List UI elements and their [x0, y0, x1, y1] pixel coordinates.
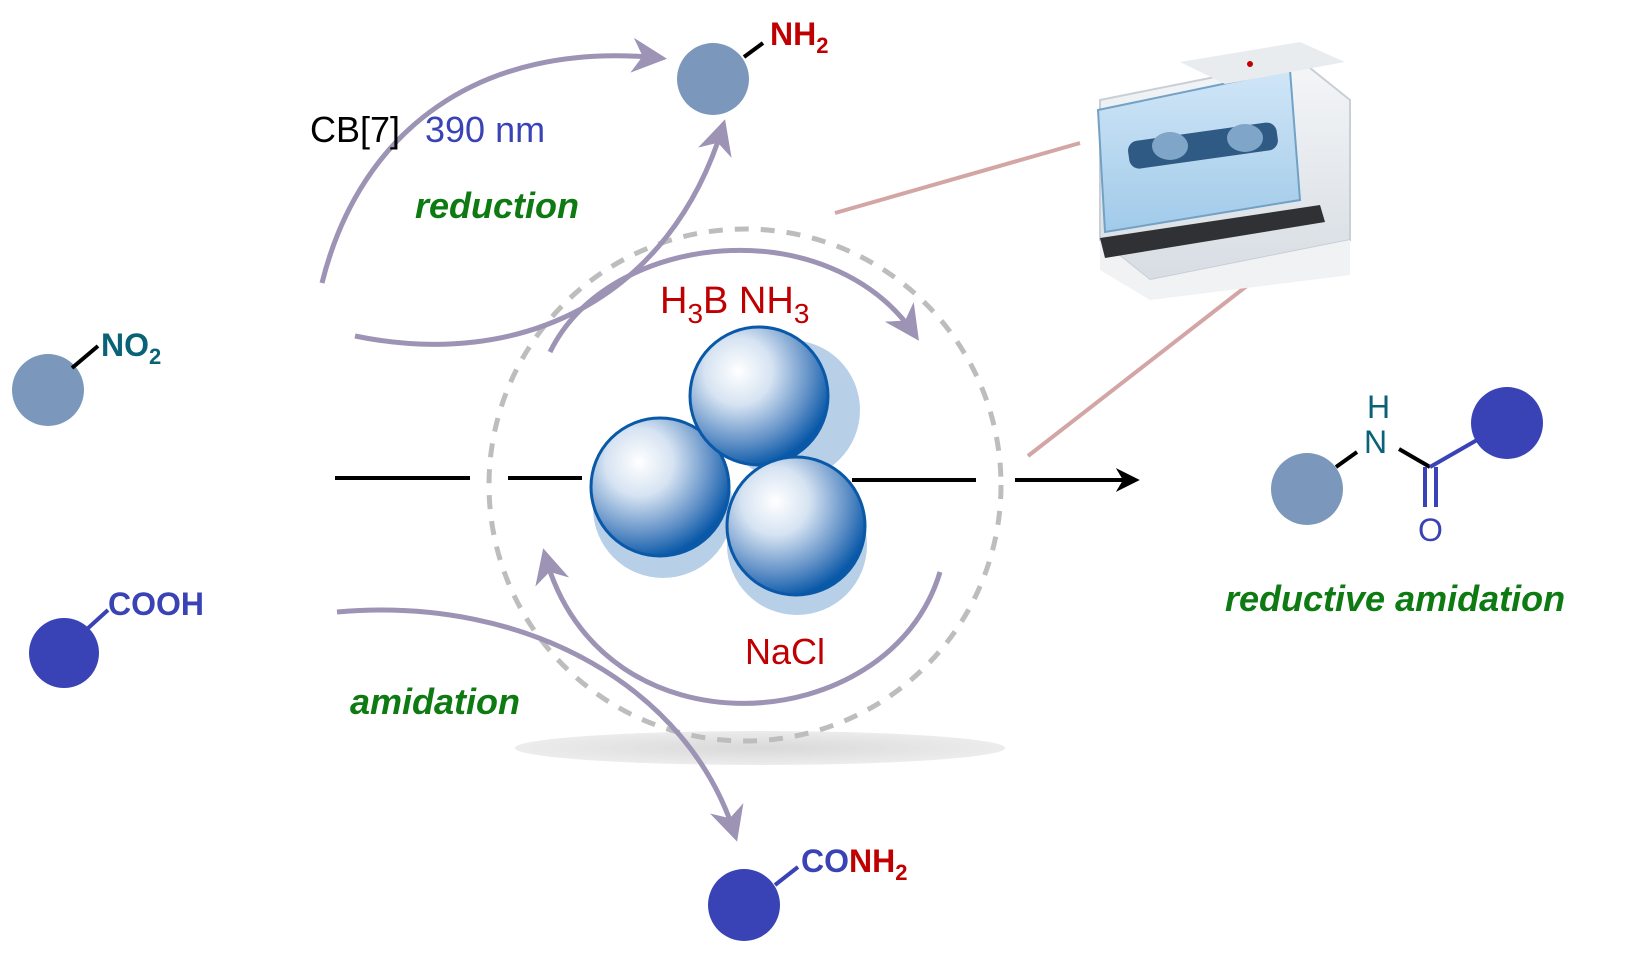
main-reaction-arrow [335, 468, 1140, 492]
device-connector-bottom [1026, 283, 1250, 458]
reduction-label: reduction [415, 185, 579, 226]
floor-shadow [515, 731, 1005, 765]
salt-label: NaCl [745, 631, 825, 672]
amide-intermediate: CONH2 [708, 843, 907, 941]
svg-text:COOH: COOH [108, 586, 204, 622]
frequency-label: 390 nm [425, 109, 545, 150]
cycle-arrow-top [547, 247, 919, 354]
catalyst-label: CB[7] [310, 109, 400, 150]
svg-text:O: O [1418, 512, 1443, 548]
ball-mill-device-image [1096, 42, 1351, 300]
milling-balls [589, 325, 867, 615]
svg-text:N: N [1364, 424, 1387, 460]
amidation-label: amidation [350, 681, 520, 722]
svg-text:NH2: NH2 [770, 16, 828, 58]
reduction-arrow-upper [319, 37, 667, 284]
reductant-label: H3B NH3 [660, 280, 809, 329]
nitro-reactant: NO2 [12, 327, 161, 426]
acid-reactant: COOH [29, 586, 204, 688]
product-amide: H N O [1271, 387, 1543, 548]
svg-text:H: H [1367, 389, 1390, 425]
product-label: reductive amidation [1225, 578, 1565, 619]
device-connector-top [834, 141, 1081, 215]
milling-ball [725, 455, 867, 597]
milling-ball [688, 325, 830, 467]
reaction-vessel-boundary [486, 226, 1004, 744]
svg-text:NO2: NO2 [101, 327, 161, 369]
amine-intermediate: NH2 [677, 16, 828, 115]
amidation-arrow [336, 607, 744, 842]
svg-text:CONH2: CONH2 [801, 843, 907, 885]
cycle-arrow-bottom [535, 548, 943, 706]
milling-ball [589, 416, 731, 558]
